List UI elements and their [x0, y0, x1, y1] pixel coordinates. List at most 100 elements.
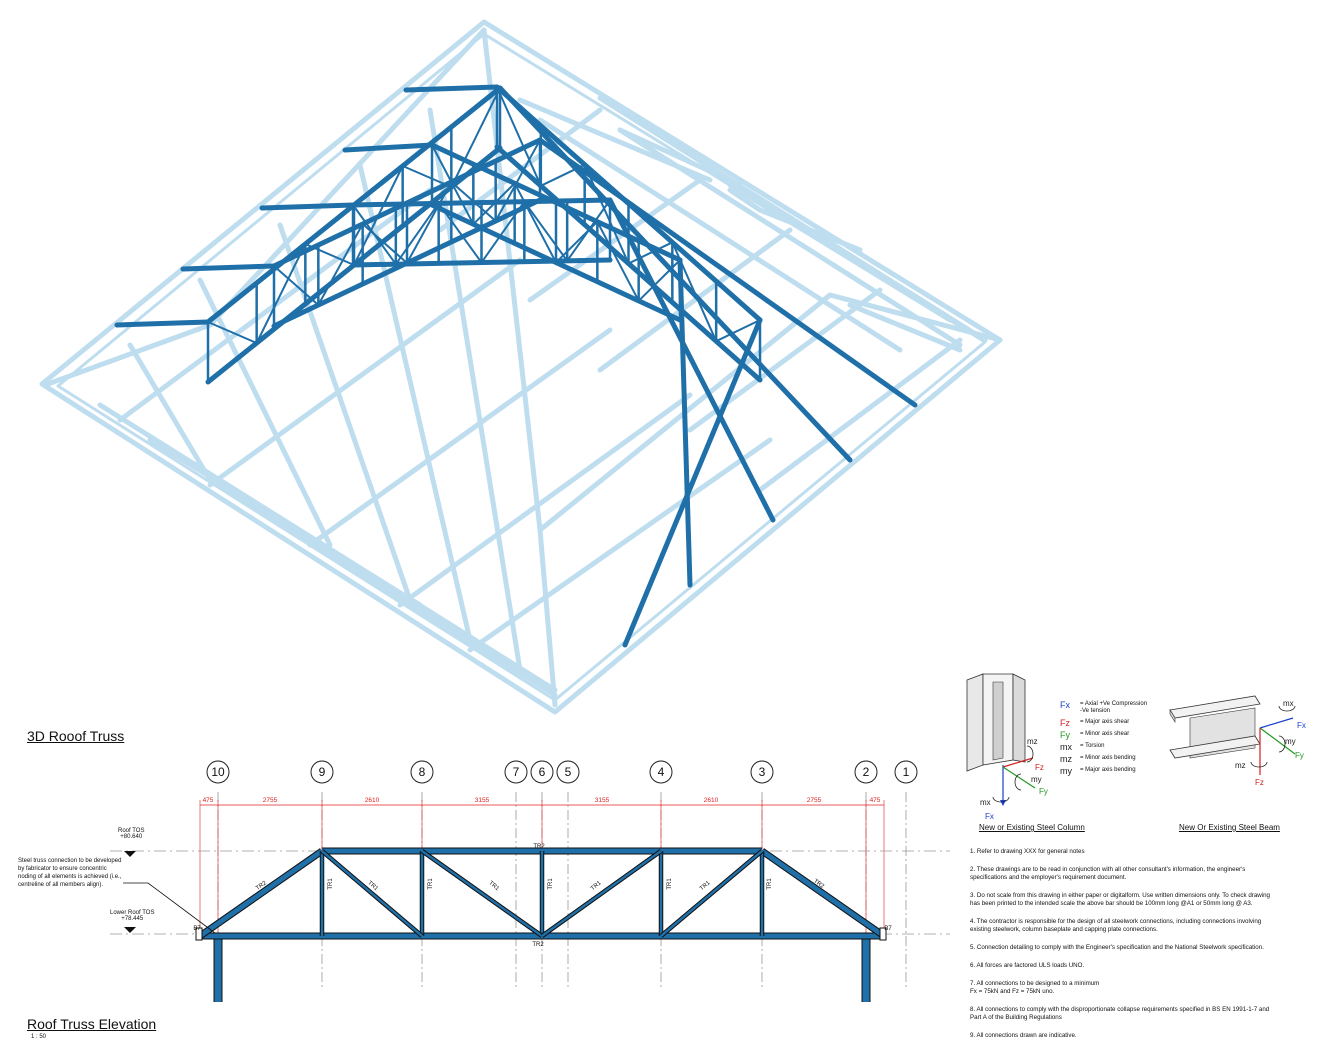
- beam-mz-label: mz: [1235, 761, 1246, 770]
- member-label: TR1: [699, 880, 712, 892]
- beam-diagram: [1169, 695, 1296, 775]
- col-fz-label: Fz: [1035, 763, 1044, 772]
- dim-text: 2610: [704, 797, 719, 804]
- member-label: TR1: [548, 878, 554, 890]
- diagonal: [421, 849, 543, 938]
- diagonal: [660, 850, 763, 937]
- member-label: TR2: [812, 878, 825, 890]
- lower-tos-value: +78.445: [121, 916, 144, 922]
- member-label: B7: [884, 926, 892, 932]
- grid-label-9: 9: [319, 765, 326, 779]
- column-diagram-title: New or Existing Steel Column: [979, 823, 1085, 832]
- dim-text: 475: [870, 797, 881, 804]
- legend-item: Fz = Major axis shear: [1060, 718, 1180, 730]
- member-label: TR2: [532, 942, 544, 948]
- elevation-scale: 1 : 50: [31, 1034, 47, 1040]
- lower-tos-marker: [124, 927, 136, 933]
- grid-bubble-10: [206, 760, 230, 784]
- truss-diagonal: [361, 223, 408, 264]
- beam-my-label: my: [1285, 737, 1296, 746]
- legend-description: = Axial +Ve Compression -Ve tension: [1080, 701, 1148, 714]
- member-label: TR2: [255, 880, 268, 892]
- view-title-3d: 3D Rooof Truss: [27, 728, 125, 744]
- col-fy-label: Fy: [1039, 787, 1048, 796]
- legend-symbol: my: [1060, 766, 1072, 776]
- roof-tos-value: +80.640: [120, 834, 143, 840]
- legend-symbol: Fz: [1060, 718, 1070, 728]
- legend-description: = Torsion: [1080, 743, 1105, 749]
- grid-label-1: 1: [903, 765, 910, 779]
- roof-tos-name: Roof TOS: [118, 828, 145, 834]
- grid-label-6: 6: [539, 765, 546, 779]
- grid-bubble-4: [649, 760, 673, 784]
- legend-item: Fy = Minor axis shear: [1060, 730, 1180, 742]
- member-label: TR2: [533, 844, 545, 850]
- note-item: 2. These drawings are to be read in conj…: [970, 866, 1246, 881]
- beam-fx-label: Fx: [1297, 721, 1306, 730]
- truss-diagonal: [472, 182, 516, 226]
- dim-text: 2755: [807, 797, 822, 804]
- diagonal: [541, 849, 662, 938]
- grid-bubble-3: [750, 760, 774, 784]
- legend-description: = Major axis bending: [1080, 767, 1136, 773]
- legend-symbol: mz: [1060, 754, 1072, 764]
- col-mx-label: mx: [980, 798, 991, 807]
- dim-text: 2755: [263, 797, 278, 804]
- legend-description: = Minor axis bending: [1080, 755, 1136, 761]
- legend-description: = Minor axis shear: [1080, 731, 1130, 737]
- note-item: 3. Do not scale from this drawing in eit…: [970, 892, 1271, 907]
- dim-text: 2610: [365, 797, 380, 804]
- legend-item: mz = Minor axis bending: [1060, 754, 1180, 766]
- member-label: TR1: [667, 878, 673, 890]
- general-notes: 1. Refer to drawing XXX for general note…: [970, 848, 1320, 1050]
- ghost-roof-frame: [39, 19, 1003, 715]
- truss-diagonal: [273, 265, 320, 306]
- legend-symbol: Fx: [1060, 700, 1070, 710]
- roof-tos-marker: [124, 851, 136, 857]
- truss-diagonal: [596, 220, 640, 302]
- truss-overhang: [259, 202, 356, 211]
- member-label: B7: [193, 926, 201, 932]
- diagonal: [321, 850, 423, 937]
- grid-bubble-7: [504, 760, 528, 784]
- lower-tos-label: Lower Roof TOS +78.445: [110, 910, 154, 922]
- column-diagram: [966, 673, 1036, 806]
- note-item: 8. All connections to comply with the di…: [970, 1006, 1270, 1021]
- legend-symbol: Fy: [1060, 730, 1070, 740]
- dim-text: 3155: [595, 797, 610, 804]
- truss-3d-view: [39, 19, 1003, 715]
- truss-diagonal: [539, 163, 586, 187]
- roof-tos-label: Roof TOS +80.640: [118, 828, 144, 840]
- end-plate-right: [879, 927, 887, 941]
- truss-diagonal: [352, 204, 397, 266]
- grid-bubble-1: [894, 760, 918, 784]
- truss-diagonal: [255, 243, 307, 344]
- truss-slope-chord: [622, 317, 763, 648]
- grid-label-2: 2: [863, 765, 870, 779]
- member-label: TR1: [428, 878, 434, 890]
- grid-bubble-6: [530, 760, 554, 784]
- truss-diagonal: [513, 182, 557, 264]
- rafter-left: [198, 848, 324, 939]
- truss-overhang: [114, 319, 211, 328]
- end-plate-left: [195, 927, 203, 941]
- grid-bubble-5: [556, 760, 580, 784]
- grid-bubble-2: [854, 760, 878, 784]
- truss-diagonal: [496, 86, 542, 187]
- truss-slope-chord: [677, 257, 693, 588]
- dim-text: 3155: [475, 797, 490, 804]
- truss-diagonal: [317, 223, 364, 306]
- beam-diagram-title: New Or Existing Steel Beam: [1179, 823, 1280, 832]
- note-leader: [123, 882, 216, 934]
- lower-tos-name: Lower Roof TOS: [110, 910, 155, 916]
- truss-overhang: [342, 142, 435, 153]
- truss-diagonal: [207, 321, 258, 344]
- note-item: 5. Connection detailing to comply with t…: [970, 944, 1264, 951]
- grid-label-4: 4: [658, 765, 665, 779]
- col-my-label: my: [1031, 775, 1042, 784]
- legend-description: = Major axis shear: [1080, 719, 1130, 725]
- col-fx-label: Fx: [985, 812, 994, 820]
